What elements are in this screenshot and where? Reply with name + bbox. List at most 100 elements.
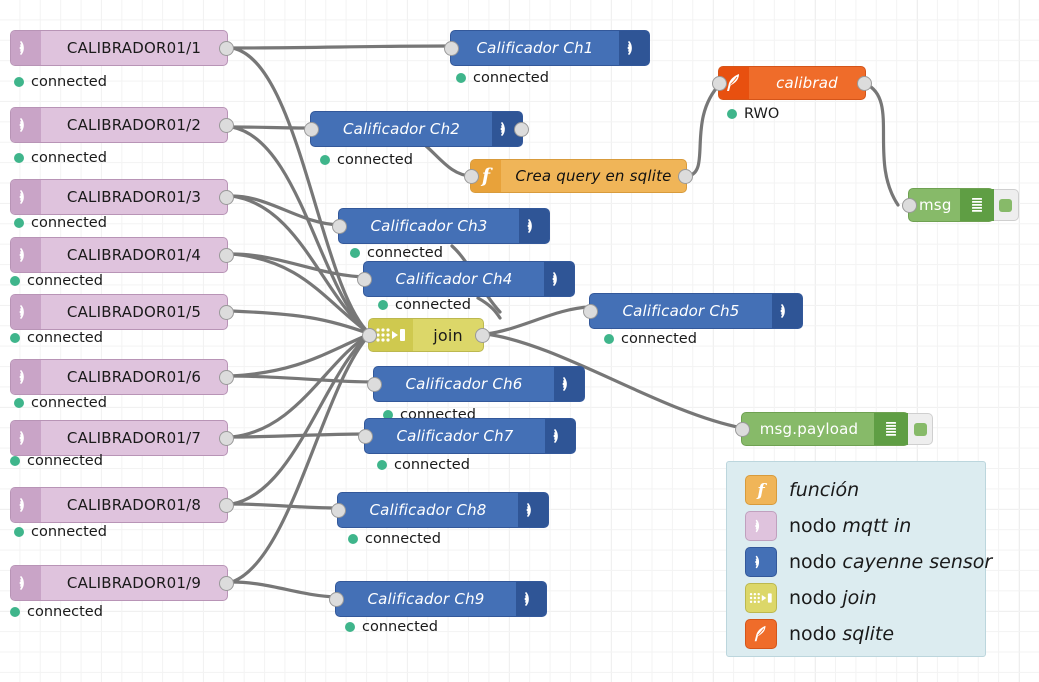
svg-text:f: f [480, 165, 493, 187]
debug-enable-button[interactable] [908, 413, 933, 445]
function-icon: f [745, 475, 777, 505]
mqtt-node-label: CALIBRADOR01/5 [66, 303, 202, 321]
legend-label: nodo mqtt in [789, 515, 912, 537]
input-port[interactable] [464, 169, 479, 184]
input-port[interactable] [362, 328, 377, 343]
output-port[interactable] [219, 41, 234, 56]
legend-label: nodo join [789, 587, 877, 609]
cayenne-sensor-node[interactable]: Calificador Ch6 [367, 366, 585, 402]
node-status: connected [14, 74, 107, 90]
cayenne-sensor-node[interactable]: Calificador Ch8 [331, 492, 549, 528]
input-port[interactable] [358, 429, 373, 444]
status-label: connected [31, 74, 107, 90]
sqlite-node[interactable]: calibrad [712, 66, 872, 100]
mqtt-in-node[interactable]: CALIBRADOR01/6 [10, 359, 234, 395]
output-port[interactable] [219, 576, 234, 591]
cayenne-sensor-node[interactable]: Calificador Ch1 [444, 30, 650, 66]
cayenne-node-label: Calificador Ch6 [405, 375, 523, 393]
status-label: connected [367, 245, 443, 261]
status-dot [378, 300, 388, 310]
node-status: connected [10, 330, 103, 346]
svg-text:f: f [756, 481, 767, 500]
mqtt-node-label: CALIBRADOR01/1 [66, 39, 202, 57]
join-node-label: join [433, 325, 463, 345]
cayenne-node-label: Calificador Ch3 [370, 217, 488, 235]
node-status: connected [345, 619, 438, 635]
status-label: connected [473, 70, 549, 86]
mqtt-icon [11, 295, 41, 329]
status-dot [348, 534, 358, 544]
status-label: connected [31, 524, 107, 540]
cayenne-node-label: Calificador Ch9 [367, 590, 485, 608]
output-port[interactable] [219, 498, 234, 513]
mqtt-in-node[interactable]: CALIBRADOR01/3 [10, 179, 234, 215]
output-port[interactable] [219, 190, 234, 205]
function-node[interactable]: f Crea query en sqlite [464, 159, 693, 193]
mqtt-in-node[interactable]: CALIBRADOR01/4 [10, 237, 234, 273]
mqtt-in-node[interactable]: CALIBRADOR01/7 [10, 420, 234, 456]
output-port[interactable] [514, 122, 529, 137]
output-port[interactable] [219, 118, 234, 133]
mqtt-in-node[interactable]: CALIBRADOR01/1 [10, 30, 234, 66]
debug-enable-button[interactable] [993, 189, 1019, 221]
legend-panel: f función nodo mqtt in nodo cayenne sens… [726, 461, 992, 657]
debug-node[interactable]: msg [902, 188, 1019, 222]
status-dot [14, 77, 24, 87]
legend-item-mqtt-in: nodo mqtt in [745, 508, 985, 544]
status-dot [377, 460, 387, 470]
mqtt-node-label: CALIBRADOR01/7 [66, 429, 202, 447]
node-status: connected [14, 395, 107, 411]
status-dot [10, 456, 20, 466]
input-port[interactable] [357, 272, 372, 287]
input-port[interactable] [735, 422, 750, 437]
mqtt-in-node[interactable]: CALIBRADOR01/2 [10, 107, 234, 143]
cayenne-sensor-node[interactable]: Calificador Ch3 [332, 208, 550, 244]
input-port[interactable] [304, 122, 319, 137]
mqtt-in-node[interactable]: CALIBRADOR01/9 [10, 565, 234, 601]
cayenne-sensor-node[interactable]: Calificador Ch4 [357, 261, 575, 297]
output-port[interactable] [219, 248, 234, 263]
status-label: connected [27, 453, 103, 469]
output-port[interactable] [219, 370, 234, 385]
legend-item-join: nodo join [745, 580, 985, 616]
input-port[interactable] [332, 219, 347, 234]
legend-item-sqlite: nodo sqlite [745, 616, 985, 652]
status-dot [14, 398, 24, 408]
cayenne-icon [519, 209, 549, 243]
cayenne-node-label: Calificador Ch7 [396, 427, 514, 445]
legend-label-name: mqtt in [842, 515, 912, 537]
mqtt-in-node[interactable]: CALIBRADOR01/8 [10, 487, 234, 523]
input-port[interactable] [902, 198, 917, 213]
legend-label: nodo cayenne sensor [789, 551, 993, 573]
mqtt-node-label: CALIBRADOR01/6 [66, 368, 202, 386]
output-port[interactable] [475, 328, 490, 343]
debug-node[interactable]: msg.payload [735, 412, 933, 446]
input-port[interactable] [712, 76, 727, 91]
cayenne-icon [516, 582, 546, 616]
input-port[interactable] [331, 503, 346, 518]
input-port[interactable] [583, 304, 598, 319]
mqtt-icon [745, 511, 777, 541]
input-port[interactable] [367, 377, 382, 392]
output-port[interactable] [219, 305, 234, 320]
join-node[interactable]: join [362, 318, 490, 352]
legend-item-function: f función [745, 472, 985, 508]
node-status: connected [350, 245, 443, 261]
output-port[interactable] [857, 76, 872, 91]
output-port[interactable] [678, 169, 693, 184]
debug-icon [874, 413, 908, 445]
cayenne-sensor-node[interactable]: Calificador Ch9 [329, 581, 547, 617]
mqtt-in-node[interactable]: CALIBRADOR01/5 [10, 294, 234, 330]
cayenne-icon [745, 547, 777, 577]
mqtt-node-label: CALIBRADOR01/8 [66, 496, 202, 514]
node-status: connected [14, 150, 107, 166]
input-port[interactable] [444, 41, 459, 56]
output-port[interactable] [219, 431, 234, 446]
cayenne-node-label: Calificador Ch1 [476, 39, 594, 57]
cayenne-sensor-node[interactable]: Calificador Ch7 [358, 418, 576, 454]
input-port[interactable] [329, 592, 344, 607]
cayenne-node-label: Calificador Ch4 [395, 270, 513, 288]
cayenne-sensor-node[interactable]: Calificador Ch2 [304, 111, 529, 147]
cayenne-sensor-node[interactable]: Calificador Ch5 [583, 293, 803, 329]
